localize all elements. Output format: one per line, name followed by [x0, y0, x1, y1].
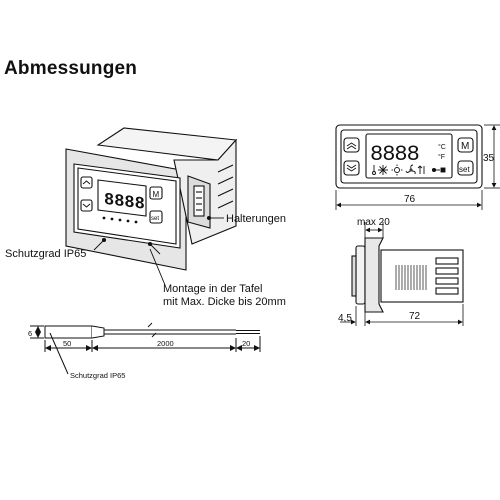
front-dimensions: [335, 124, 500, 210]
label-mount-line1: Montage in der Tafel: [163, 283, 262, 295]
side-flange: [355, 245, 366, 305]
front-button-m: [457, 137, 474, 153]
iso-indicator-icons: [102, 216, 138, 224]
dim-side-front: 4,5: [338, 313, 352, 324]
front-display-digits: 8888: [370, 142, 419, 167]
front-btn-set-label: set: [459, 165, 470, 174]
front-unit-c: °C: [438, 143, 446, 151]
dim-side-depth: 72: [409, 311, 421, 322]
dim-sensor-probe: 50: [63, 339, 71, 348]
dim-front-width: 76: [404, 194, 416, 205]
iso-button-set: [149, 210, 163, 224]
probe-tip: [44, 325, 93, 339]
sun-icon: [391, 164, 403, 176]
iso-button-down: [80, 199, 93, 212]
side-ribs: [395, 265, 427, 290]
iso-display-digits: 8888: [104, 191, 145, 215]
dim-panel-max: max 20: [357, 217, 390, 228]
fan-icon: [405, 164, 416, 175]
thermometer-icon: [372, 165, 376, 175]
front-button-down: [343, 160, 360, 176]
dim-sensor-wires: 20: [242, 339, 250, 348]
iso-btn-m-label: M: [153, 190, 160, 199]
dim-sensor-dia: 6: [28, 329, 32, 338]
front-button-up: [343, 137, 360, 153]
leader-mount: [149, 248, 166, 286]
front-display: [365, 133, 453, 179]
side-view: [351, 237, 464, 313]
front-button-set: [457, 160, 474, 176]
iso-button-up: [80, 176, 93, 189]
side-dimensions: [340, 222, 464, 326]
iso-display: [97, 179, 147, 217]
label-sensor-protection: Schutzgrad IP65: [70, 371, 125, 380]
side-panel-clip: [364, 237, 384, 313]
front-unit-f: °F: [438, 153, 445, 161]
label-mount-line2: mit Max. Dicke bis 20mm: [163, 296, 286, 308]
isometric-view: [65, 127, 238, 271]
snowflake-icon: [378, 165, 388, 175]
label-brackets: Halterungen: [226, 213, 286, 225]
iso-btn-set-label: set: [151, 216, 159, 222]
page-title: Abmessungen: [4, 58, 138, 79]
dim-sensor-cable: 2000: [157, 339, 174, 348]
front-btn-m-label: M: [461, 141, 469, 152]
mounting-bracket: [187, 175, 211, 229]
dim-front-height: 35: [483, 153, 495, 164]
housing-top: [96, 127, 238, 161]
label-protection: Schutzgrad IP65: [5, 248, 86, 260]
alarm-icon: [431, 167, 446, 173]
iso-button-m: [149, 186, 163, 200]
iso-leaders: [93, 215, 224, 255]
sensor-probe: [30, 322, 261, 375]
defrost-icon: [417, 165, 425, 174]
side-body: [380, 249, 464, 303]
front-indicator-icons: [372, 164, 446, 176]
